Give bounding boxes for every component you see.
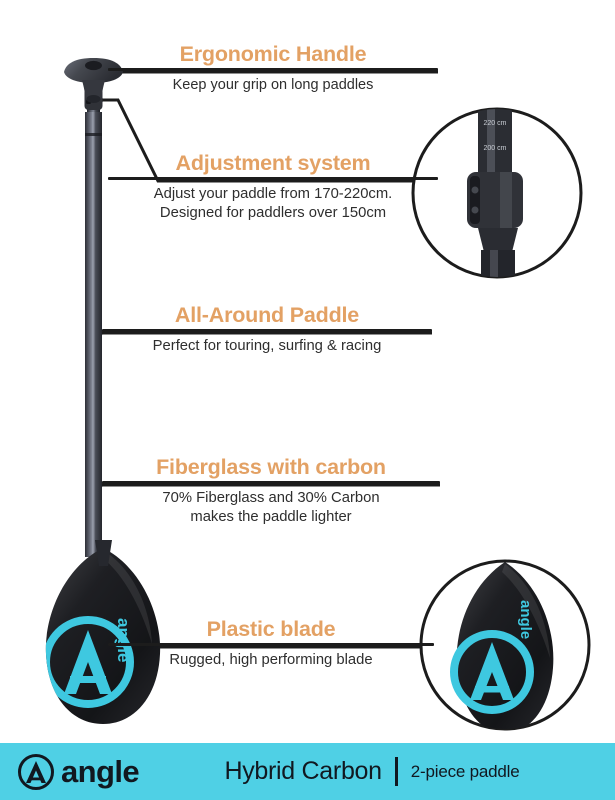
svg-text:angle: angle [517, 600, 534, 639]
svg-text:200 cm: 200 cm [484, 145, 507, 152]
callout-body: Rugged, high performing blade [169, 652, 373, 668]
callout-body: 70% Fiberglass and 30% Carbon makes the … [162, 490, 380, 525]
callout-plastic-blade: Plastic blade Rugged, high performing bl… [108, 617, 434, 670]
callout-rule [108, 643, 434, 646]
product-name: Hybrid Carbon [224, 757, 382, 785]
product-subtitle: 2-piece paddle [410, 761, 520, 781]
footer-banner: angle Hybrid Carbon 2-piece paddle [0, 743, 615, 800]
callout-title: Plastic blade [206, 617, 336, 641]
leader-adjustment [98, 98, 415, 183]
callout-rule [102, 481, 440, 484]
callout-rule [108, 68, 438, 71]
paddle-handle [64, 58, 123, 103]
callout-body: Keep your grip on long paddles [172, 77, 374, 93]
callout-title: Fiberglass with carbon [156, 455, 386, 479]
callout-body: Perfect for touring, surfing & racing [152, 338, 382, 354]
callout-rule [102, 329, 432, 332]
leader-lines [97, 70, 440, 649]
angle-logo-icon [18, 753, 54, 790]
callout-title: Adjustment system [175, 151, 371, 175]
paddle-shaft [84, 84, 103, 557]
brand-wordmark: angle [61, 753, 140, 789]
svg-text:angle: angle [114, 618, 133, 662]
callout-title: Ergonomic Handle [179, 42, 367, 66]
brand-lockup: angle [17, 753, 140, 791]
tagline-divider [394, 757, 398, 786]
callout-ergonomic-handle: Ergonomic Handle Keep your grip on long … [108, 42, 438, 95]
paddle-illustration: angle 220 cm 200 cm [45, 58, 591, 731]
callout-title: All-Around Paddle [174, 303, 360, 327]
inset-blade-closeup: angle [419, 559, 591, 731]
banner-tagline: Hybrid Carbon 2-piece paddle [139, 757, 615, 786]
callout-body: Adjust your paddle from 170-220cm. Desig… [153, 186, 393, 221]
svg-text:220 cm: 220 cm [484, 120, 507, 127]
callout-fiberglass-with-carbon: Fiberglass with carbon 70% Fiberglass an… [102, 455, 440, 527]
callout-adjustment-system: Adjustment system Adjust your paddle fro… [108, 151, 438, 223]
callout-rule [108, 177, 438, 180]
paddle-blade: angle [45, 540, 161, 724]
inset-adjustment-clamp: 220 cm 200 cm [411, 107, 583, 279]
callout-all-around-paddle: All-Around Paddle Perfect for touring, s… [102, 303, 432, 356]
